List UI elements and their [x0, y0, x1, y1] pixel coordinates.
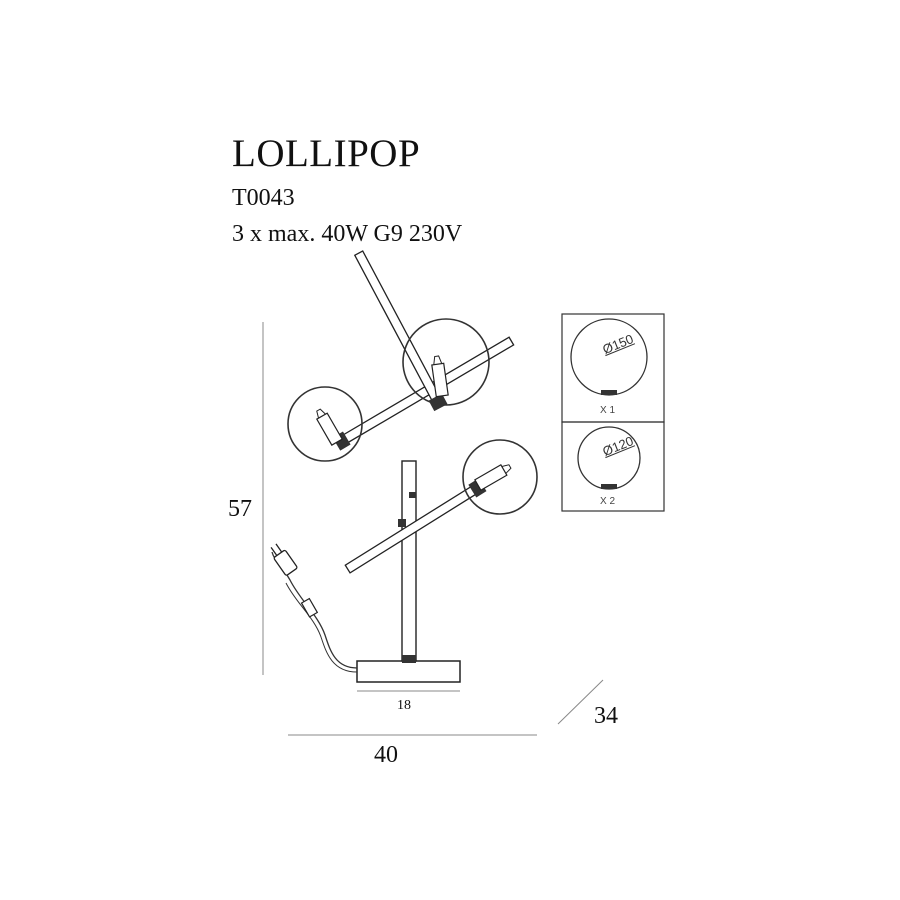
arm-right — [344, 478, 487, 574]
legend-quantity-large: X 1 — [600, 405, 616, 416]
pole-joint — [409, 492, 416, 498]
lamp-main-pole — [401, 460, 417, 662]
globe-left — [287, 386, 363, 462]
product-spec: 3 x max. 40W G9 230V — [232, 221, 463, 247]
legend-socket-large — [601, 390, 617, 395]
legend-box-small — [561, 421, 665, 512]
bulb-left — [315, 408, 344, 446]
base-width-label: 18 — [397, 698, 411, 713]
product-code: T0043 — [232, 185, 295, 211]
legend-socket-small — [601, 484, 617, 489]
cord-switch — [300, 597, 319, 618]
plug-icon — [270, 543, 298, 576]
pole-joint-lower — [398, 519, 406, 527]
depth-dimension-line — [557, 679, 604, 725]
total-width-label: 40 — [374, 742, 398, 768]
globe-top — [402, 318, 490, 406]
pole-collar — [402, 655, 416, 663]
bulb-top — [431, 355, 449, 398]
globe-right — [462, 439, 538, 515]
depth-label: 34 — [594, 703, 618, 729]
legend-globe-large — [570, 318, 648, 396]
product-header: LOLLIPOP T0043 3 x max. 40W G9 230V — [232, 128, 462, 252]
height-label: 57 — [228, 496, 252, 522]
power-cord-inner — [285, 582, 358, 673]
product-name: LOLLIPOP — [232, 132, 421, 175]
lamp-base — [356, 660, 461, 683]
arm-top — [353, 250, 448, 412]
bulb-right — [474, 463, 512, 492]
legend-quantity-small: X 2 — [600, 496, 616, 507]
arm-left — [332, 336, 515, 451]
